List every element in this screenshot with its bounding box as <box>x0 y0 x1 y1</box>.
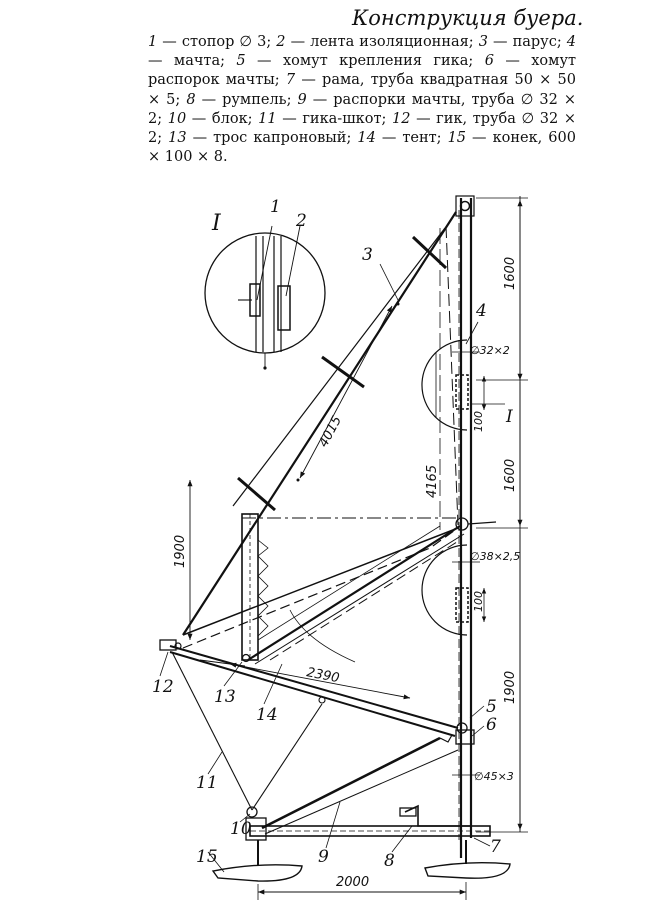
label-9: 9 <box>318 847 329 867</box>
legend-item-text: — гик, труба ∅ 32 × 2; <box>148 110 577 147</box>
dim-boom-height: 1900 <box>173 535 188 568</box>
legend-item-number: 4 <box>566 34 576 50</box>
dim-mast-top: 1600 <box>503 257 518 290</box>
boom <box>159 639 459 737</box>
main-sheet <box>171 651 326 818</box>
legend-item-number: 11 <box>258 110 277 127</box>
legend-item-text: — хомут распорок мачты; <box>148 53 576 89</box>
label-5: 5 <box>486 697 497 717</box>
mast-sleeve-lower <box>421 544 469 636</box>
legend-item-number: 5 <box>236 53 246 70</box>
dim-mast-low: 1900 <box>503 671 518 704</box>
legend-item-text: — конек, 600 × 100 × 8. <box>148 130 576 166</box>
label-7: 7 <box>490 837 501 857</box>
detail-view-I <box>204 225 326 370</box>
legend-item-number: 6 <box>484 53 494 70</box>
legend-item-text: — тент; <box>375 130 448 147</box>
leader-lines <box>159 263 491 873</box>
label-3: 3 <box>362 245 373 265</box>
runner-rear <box>211 840 303 882</box>
legend-item-number: 2 <box>276 34 286 50</box>
legend-item-number: 12 <box>392 110 411 127</box>
dim-boom-length: 2390 <box>305 665 340 686</box>
label-13: 13 <box>214 687 236 707</box>
dim-sleeve-mid: 100 <box>472 591 485 612</box>
legend-item-text: — хомут крепления гика; <box>245 53 485 70</box>
mast <box>455 195 475 858</box>
legend-item-text: — блок; <box>186 110 259 127</box>
detail-marker-I: I <box>211 211 222 236</box>
dim-mast-total: 4165 <box>425 465 440 498</box>
legend-item-number: 9 <box>297 91 307 108</box>
dimension-lines <box>187 196 528 900</box>
legend-item-text: — рама, труба квадратная 50 × 50 × 5; <box>148 72 576 108</box>
legend-item-text: — румпель; <box>195 91 298 108</box>
frame <box>245 817 491 841</box>
tent-frame <box>241 513 497 665</box>
legend-item-text: — трос капроновый; <box>186 130 358 147</box>
label-1: 1 <box>270 197 281 217</box>
label-12: 12 <box>152 677 174 697</box>
legend-item-text: — распорки мачты, труба ∅ 32 × 2; <box>148 91 576 127</box>
label-6: 6 <box>486 715 497 735</box>
label-4: 4 <box>475 301 487 321</box>
dim-tube-mid: ∅38×2,5 <box>470 550 520 563</box>
label-11: 11 <box>196 773 218 793</box>
legend-item-number: 13 <box>168 130 187 147</box>
legend-item-number: 10 <box>167 110 187 127</box>
label-10: 10 <box>230 819 252 839</box>
dim-tube-upper: ∅32×2 <box>470 344 510 357</box>
legend-item-number: 7 <box>285 72 296 89</box>
dim-mast-mid: 1600 <box>503 459 518 492</box>
mast-struts <box>261 722 475 835</box>
label-14: 14 <box>256 705 278 725</box>
runner-front <box>424 840 511 879</box>
legend-item-number: 14 <box>357 130 376 147</box>
dim-sail-luff: 4015 <box>316 414 345 450</box>
legend-item-text: — парус; <box>487 34 567 50</box>
legend-item-text: — гика-шкот; <box>276 110 392 127</box>
label-15: 15 <box>196 847 218 867</box>
legend-text: 1 — стопор ∅ 3; 2 — лента изоляционная; … <box>148 33 576 167</box>
legend-item-text: — лента изоляционная; <box>285 34 479 50</box>
legend-item-text: — мачта; <box>148 53 237 70</box>
legend-item-text: — стопор ∅ 3; <box>157 34 277 50</box>
section-ref-I: I <box>505 407 513 427</box>
legend-item-number: 8 <box>186 91 196 108</box>
label-8: 8 <box>384 851 395 871</box>
label-2: 2 <box>295 211 307 231</box>
page-title: Конструкция буера. <box>352 6 584 30</box>
legend-item-number: 3 <box>478 34 488 50</box>
mast-sleeve-upper <box>421 339 469 431</box>
sail <box>182 211 459 649</box>
legend-item-number: 15 <box>447 130 467 147</box>
dim-frame-length: 2000 <box>336 875 369 890</box>
tiller <box>399 804 470 827</box>
dim-sleeve-upper: 100 <box>472 411 485 432</box>
dim-tube-low: ∅45×3 <box>474 770 514 783</box>
legend-item-number: 1 <box>148 34 158 50</box>
